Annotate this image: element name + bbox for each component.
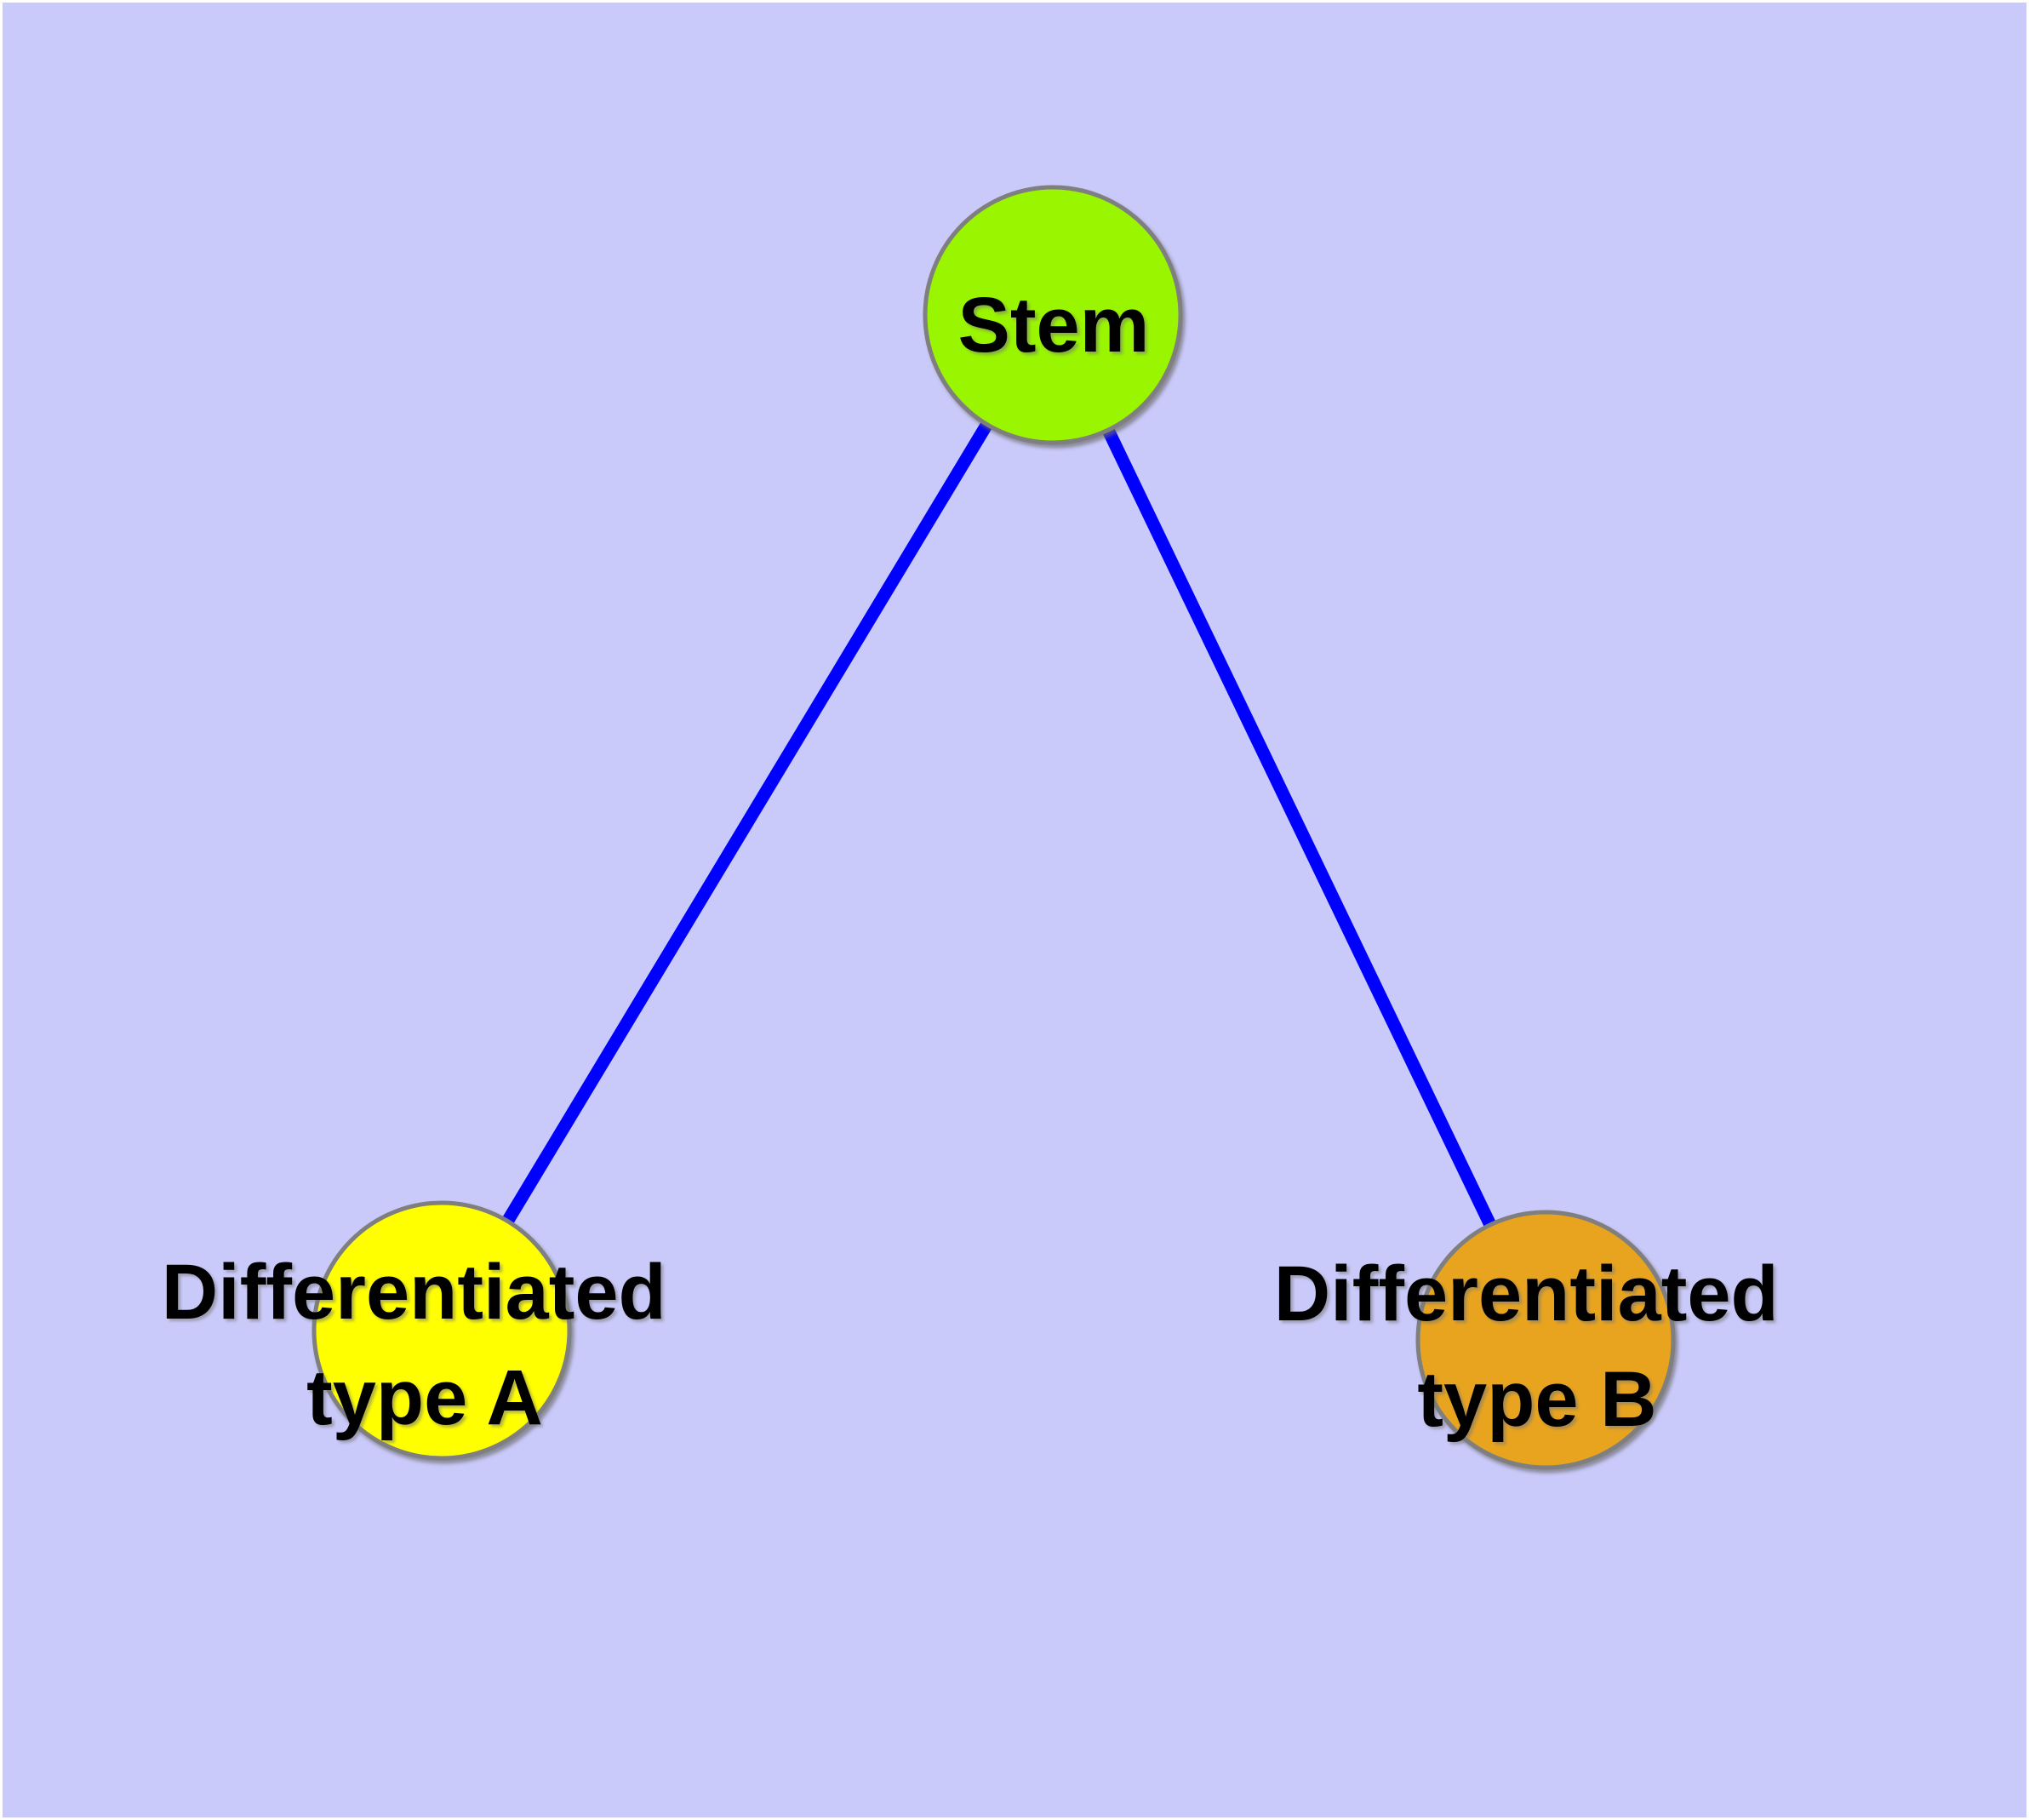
edge-stem-to-type-b <box>1047 312 1552 1343</box>
node-type-b-circle <box>1415 1210 1676 1470</box>
node-type-b-label: Differentiated type B <box>1274 1251 1801 1443</box>
label-layer: Stem Differentiated type A Differentiate… <box>162 282 1801 1443</box>
edge-layer <box>436 312 1552 1343</box>
node-type-a-label: Differentiated type A <box>162 1249 689 1441</box>
node-type-a-label-line-1: Differentiated <box>162 1249 666 1336</box>
node-type-b-label-line-1: Differentiated <box>1274 1251 1779 1337</box>
node-layer <box>311 185 1676 1470</box>
edge-stem-to-type-a <box>436 312 1059 1334</box>
node-stem-label: Stem <box>958 282 1150 369</box>
node-stem-circle <box>923 185 1183 445</box>
node-type-a-circle <box>311 1200 572 1461</box>
node-type-b-label-line-2: type B <box>1417 1356 1656 1443</box>
node-type-a-label-line-2: type A <box>306 1354 543 1441</box>
